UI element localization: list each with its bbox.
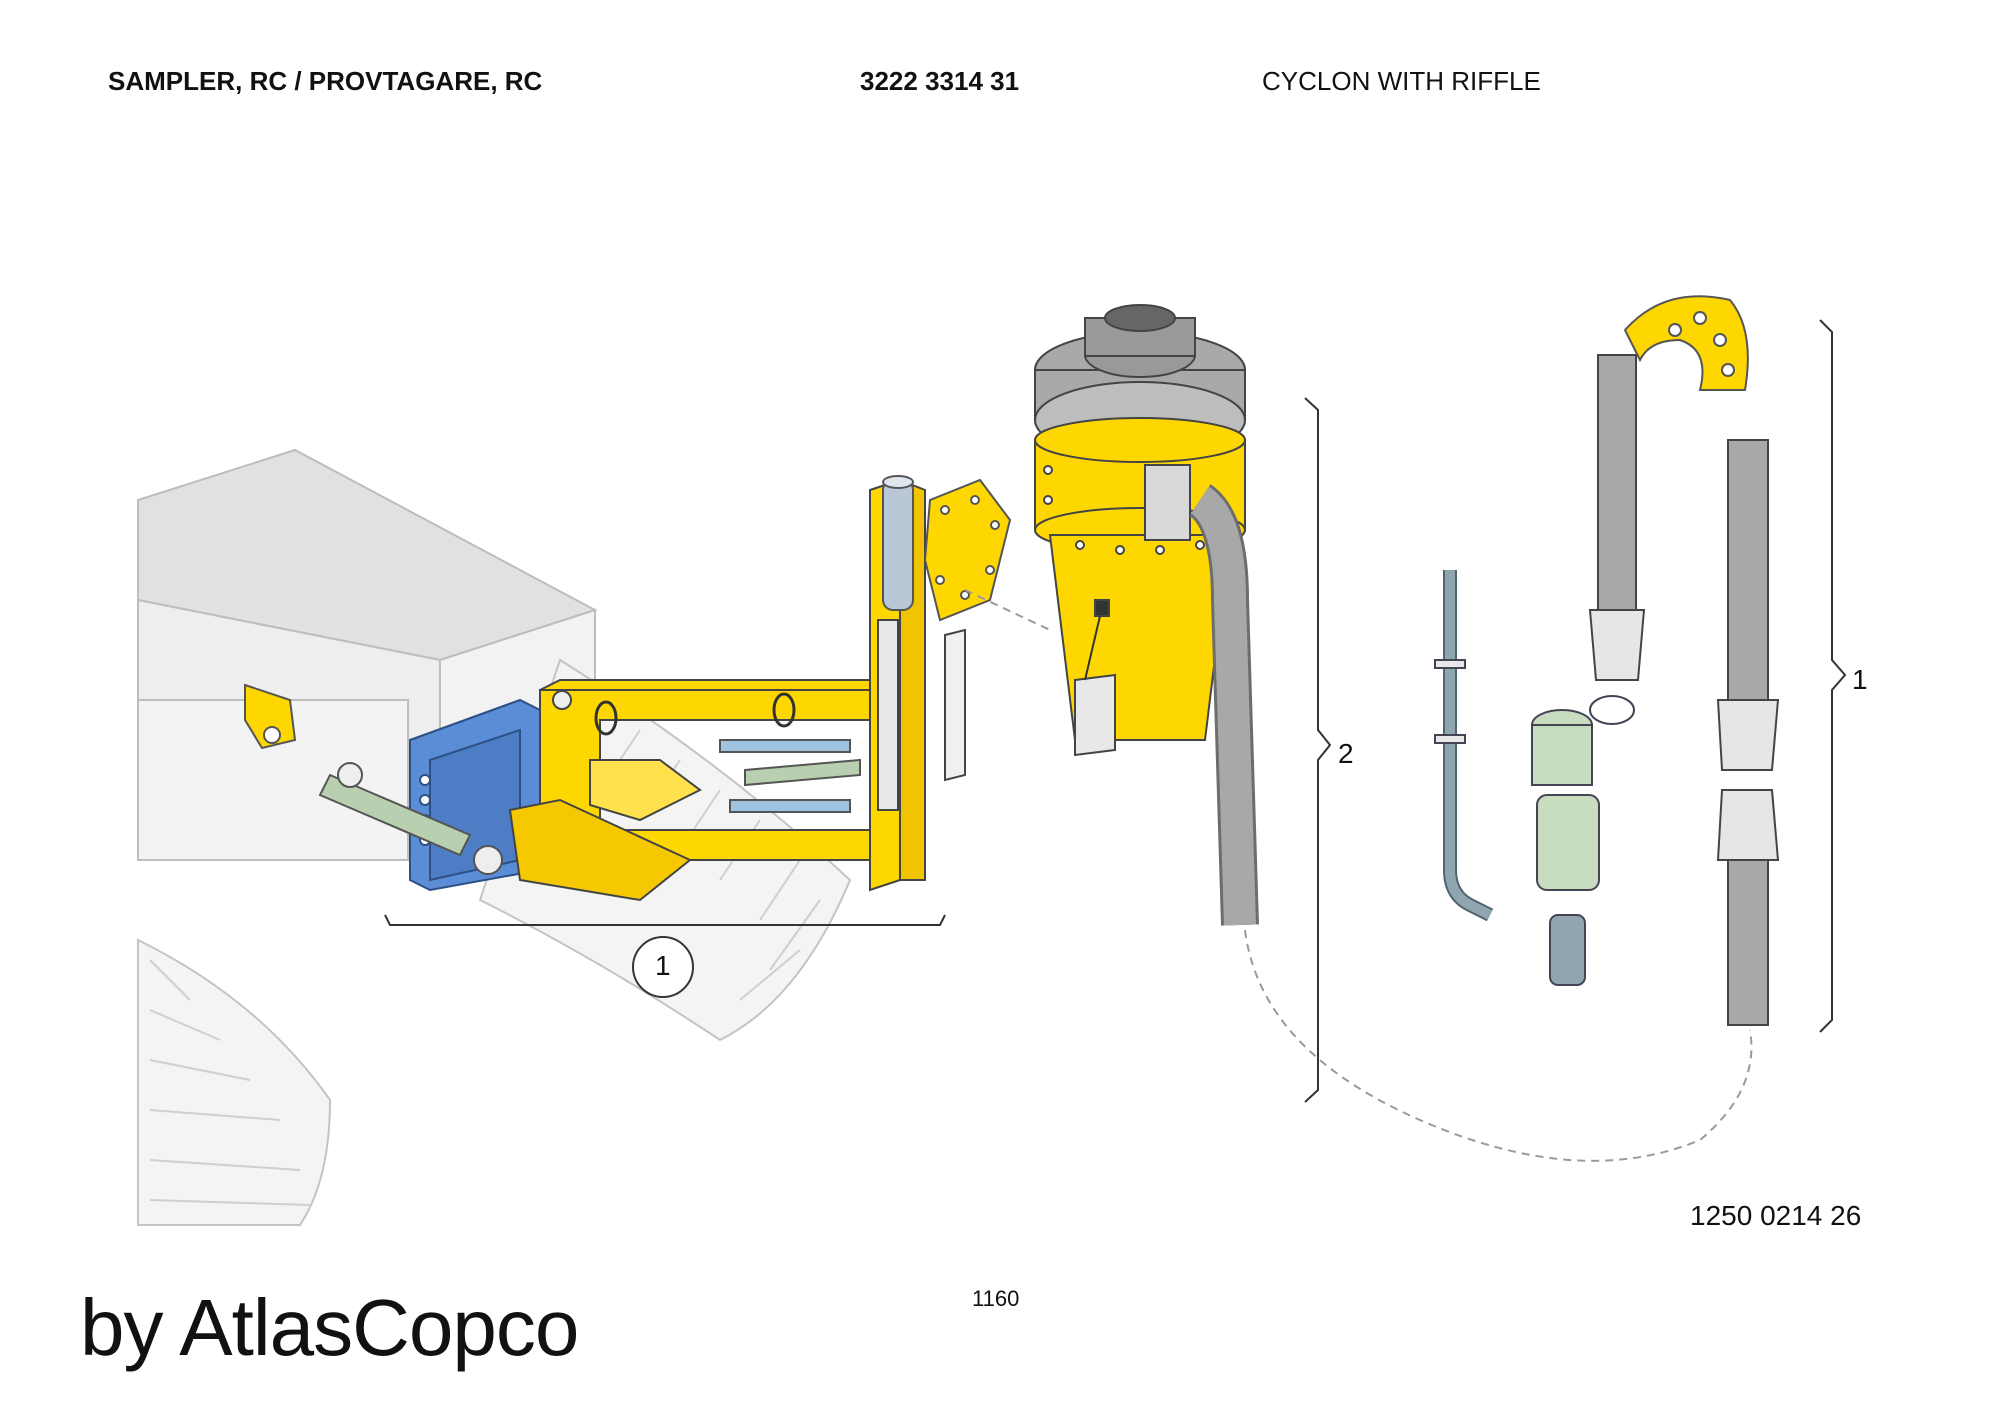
cyclone-assembly (1034, 304, 1246, 757)
sample-tube-steel (1434, 570, 1494, 922)
header-left-title: SAMPLER, RC / PROVTAGARE, RC (108, 66, 543, 96)
page-number: 1160 (972, 1286, 1020, 1311)
mounting-bracket-left (244, 683, 297, 750)
boom-link-rods (719, 739, 861, 813)
lifting-cylinder (882, 475, 914, 611)
bracket-group-2 (1304, 397, 1332, 1103)
callout-circle-1 (632, 936, 694, 998)
tie-rod-left (318, 762, 503, 875)
cyclone-outlet-hose (1188, 484, 1259, 926)
header-part-number: 3222 3314 31 (860, 66, 1020, 96)
brand-caption: by AtlasCopco (80, 1283, 579, 1372)
round-flange-plate (923, 478, 1012, 622)
riffle-hose-left (1588, 354, 1646, 681)
hose-routing-dashed-line (1244, 929, 1753, 1162)
drawing-number: 1250 0214 26 (1690, 1200, 1862, 1231)
bracket-group-1-line (384, 914, 946, 926)
riffle-divider (1531, 695, 1635, 986)
bracket-group-1-right (1819, 319, 1847, 1033)
header-description: CYCLON WITH RIFFLE (1262, 66, 1541, 96)
curved-deflector-plate (1623, 295, 1749, 391)
drill-rig-body (137, 448, 598, 861)
callout-label-group-left: 1 (655, 950, 671, 981)
callout-label-group-middle: 2 (1338, 738, 1354, 769)
callout-label-group-right: 1 (1852, 664, 1868, 695)
riffle-hose-right (1716, 439, 1780, 1026)
crawler-track-lower (137, 938, 332, 1226)
flange-link-dashed-line (964, 589, 1051, 631)
